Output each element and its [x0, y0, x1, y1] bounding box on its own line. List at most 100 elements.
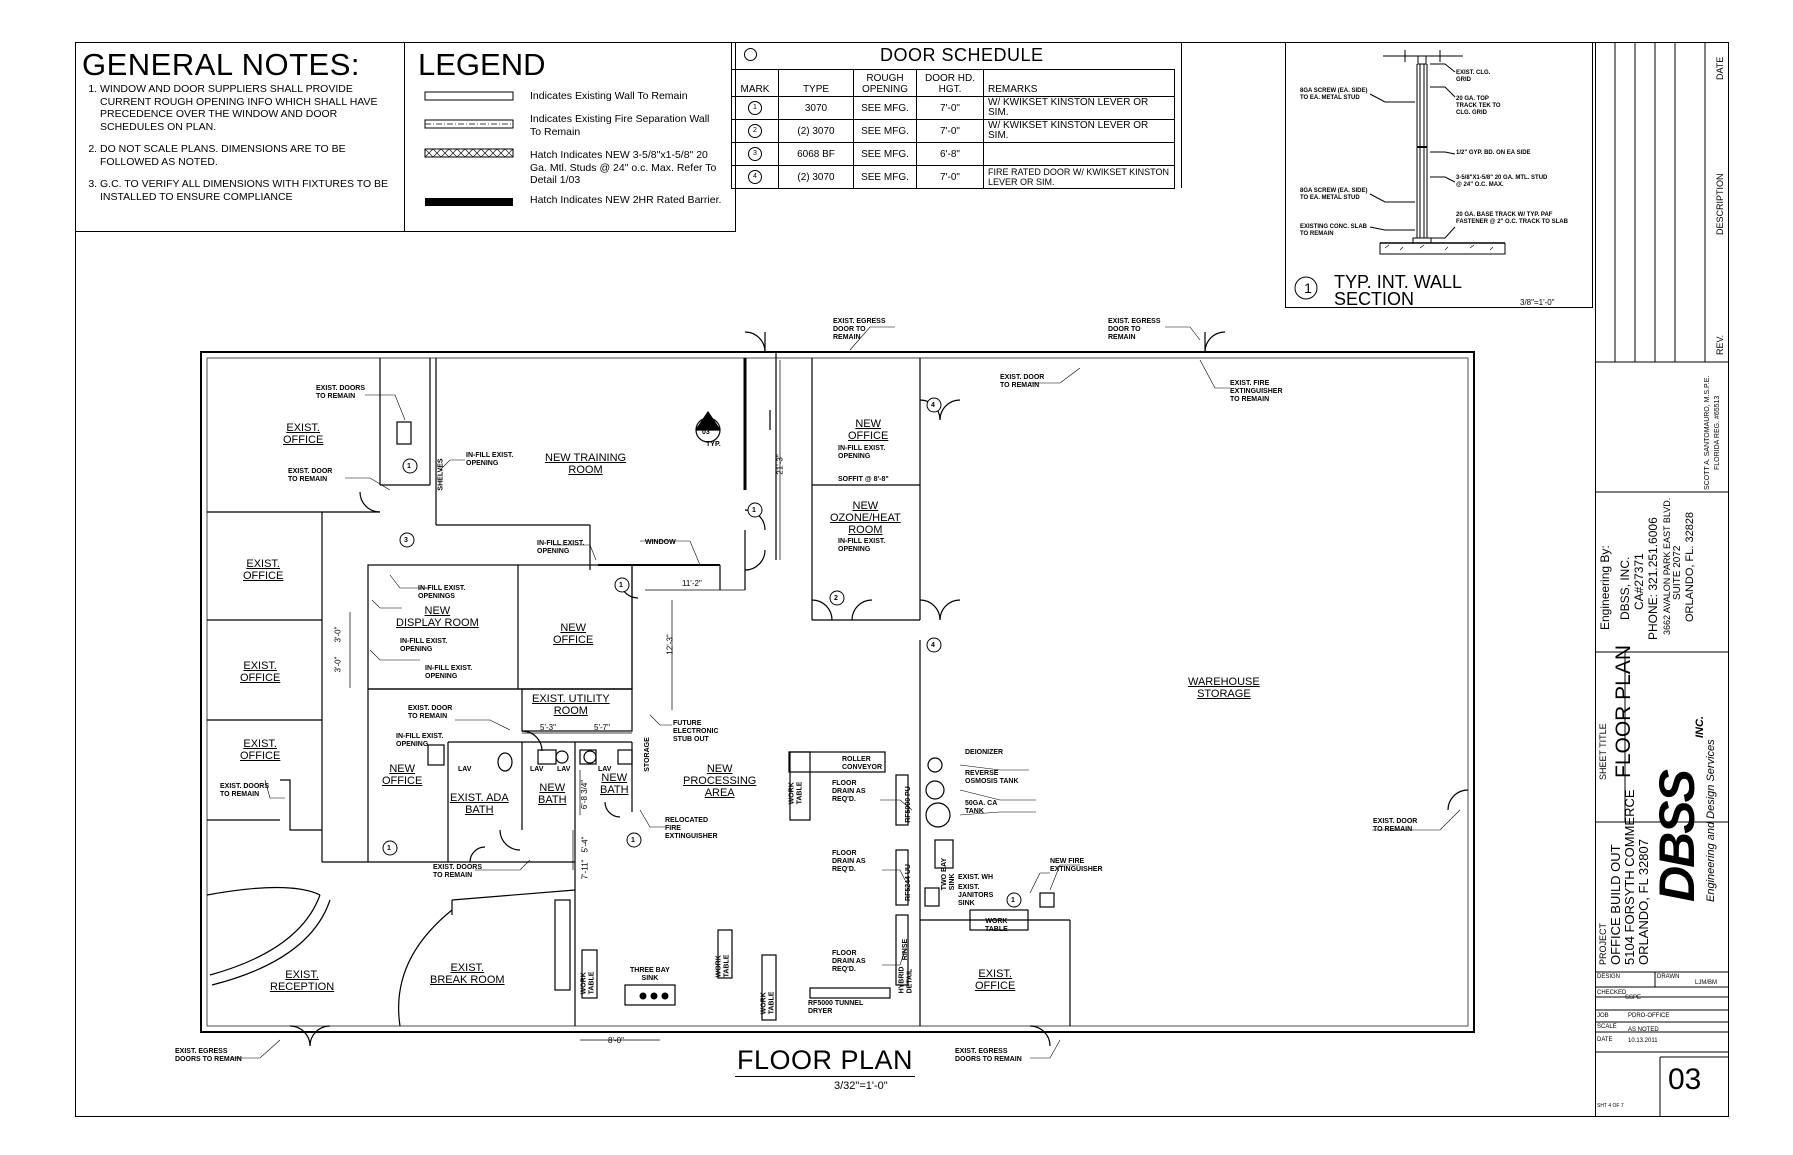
- note-doors-remain-1: EXIST. DOORS TO REMAIN: [316, 385, 366, 400]
- door-mark-label: 1: [619, 582, 623, 589]
- ds-header-type: TYPE: [778, 69, 854, 97]
- room-exist-office-wh: EXIST.OFFICE: [975, 968, 1016, 992]
- note-rf-1: RF5000 PU: [904, 786, 912, 823]
- general-note-1: WINDOW AND DOOR SUPPLIERS SHALL PROVIDE …: [100, 83, 400, 133]
- note-egress-top2: EXIST. EGRESS DOOR TO REMAIN: [1108, 318, 1161, 341]
- tb-engineer-name: SCOTT A. SANTOMAURO, M.S.P.E.: [1704, 375, 1711, 490]
- note-shelves: SHELVES: [437, 458, 445, 491]
- ws-note-6: 8GA SCREW (EA. SIDE) TO EA. METAL STUD: [1300, 188, 1368, 201]
- note-egress-top1: EXIST. EGRESS DOOR TO REMAIN: [833, 318, 886, 341]
- ws-note-5: 3-5/8"x1-5/8" 20 ga. MTL. STUD @ 24" O.C…: [1456, 175, 1548, 188]
- ws-note-4: 1/2" GYP. BD. ON EA SIDE: [1456, 150, 1531, 156]
- room-exist-office-1: EXIST.OFFICE: [283, 422, 324, 446]
- tb-firm: DBSS, INC.: [1618, 556, 1632, 620]
- tb-sheet-number: 03: [1668, 1063, 1702, 1096]
- tb-date-label: DATE: [1597, 1037, 1613, 1043]
- door-mark-label: 1: [1011, 897, 1015, 904]
- note-osmosis: REVERSE OSMOSIS TANK: [965, 770, 1019, 785]
- legend-swatches: [424, 91, 514, 206]
- ws-title-2: SECTION: [1334, 289, 1415, 309]
- tb-drawn: LJM/BM: [1695, 980, 1718, 986]
- note-work-v4: WORK TABLE: [580, 971, 596, 995]
- ds-cell: 3070: [778, 96, 854, 120]
- ws-detail-number: 1: [1304, 280, 1312, 296]
- door-mark-2: 2: [748, 124, 762, 138]
- tb-job: PDRO-OFFICE: [1628, 1013, 1670, 1019]
- legend-item-3: Hatch Indicates NEW 3-5/8"x1-5/8" 20 Ga.…: [530, 149, 717, 186]
- note-work-v3: WORK TABLE: [760, 991, 776, 1015]
- tb-addr-1: 3662 AVALON PARK EAST BLVD.: [1662, 497, 1672, 635]
- general-notes-list: WINDOW AND DOOR SUPPLIERS SHALL PROVIDE …: [88, 83, 400, 213]
- note-door-remain-wh: EXIST. DOOR TO REMAIN: [1373, 818, 1418, 833]
- door-mark-label: 3: [404, 537, 408, 544]
- note-section-ref: 03: [702, 429, 710, 436]
- note-relocated-fire: RELOCATED FIRE EXTINGUISHER: [665, 817, 718, 840]
- dim-7: 3'-0": [333, 656, 343, 673]
- tb-project-1: OFFICE BUILD OUT: [1608, 844, 1623, 965]
- tb-checked: SSPE: [1625, 995, 1642, 1001]
- note-egress-bc: EXIST. EGRESS DOORS TO REMAIN: [955, 1048, 1022, 1063]
- tb-logo: DBSS: [1649, 771, 1705, 902]
- note-infill-7: IN-FILL EXIST. OPENING: [425, 665, 473, 680]
- tb-logo-inc: INC.: [1694, 716, 1706, 738]
- ws-scale: 3/8"=1'-0": [1520, 298, 1555, 307]
- ds-cell: SEE MFG.: [853, 96, 917, 120]
- door-mark-4: 4: [748, 170, 762, 184]
- tb-engineering-by: Engineering By:: [1598, 545, 1612, 630]
- ds-cell: W/ KWIKSET KINSTON LEVER OR SIM.: [983, 96, 1175, 120]
- note-soffit: SOFFIT @ 8'-8": [838, 476, 889, 483]
- legend-item-4: Hatch Indicates NEW 2HR Rated Barrier.: [530, 194, 722, 206]
- table-row: 4 (2) 3070 SEE MFG. 7'-0" FIRE RATED DOO…: [731, 165, 1175, 189]
- note-work-table: WORK TABLE: [985, 918, 1008, 933]
- tb-date-header: DATE: [1715, 56, 1725, 80]
- tb-checked-header: CHECKED: [1597, 990, 1627, 996]
- ws-note-3: 8GA SCREW (EA. SIDE) TO EA. METAL STUD: [1300, 88, 1368, 101]
- ds-cell: SEE MFG.: [853, 142, 917, 166]
- ws-note-8: EXISTING CONC. SLAB TO REMAIN: [1300, 224, 1368, 237]
- tb-description-header: DESCRIPTION: [1715, 173, 1725, 235]
- door-mark-1: 1: [748, 101, 762, 115]
- ws-note-1: EXIST. CLG. GRID: [1456, 70, 1491, 83]
- plan-title: FLOOR PLAN: [737, 1045, 914, 1075]
- note-doors-remain-2: EXIST. DOORS TO REMAIN: [220, 783, 270, 798]
- note-infill-3: IN-FILL EXIST. OPENING: [838, 445, 886, 460]
- note-exist-door-top: EXIST. DOOR TO REMAIN: [1000, 374, 1045, 389]
- ds-header-hgt: DOOR HD. HGT.: [916, 69, 984, 97]
- general-note-2: DO NOT SCALE PLANS. DIMENSIONS ARE TO BE…: [100, 143, 400, 168]
- room-exist-office-3: EXIST.OFFICE: [240, 660, 281, 684]
- tb-addr-3: ORLANDO, FL. 32828: [1684, 511, 1696, 622]
- dim-4: 5'-3": [540, 723, 556, 732]
- room-breakroom: EXIST.BREAK ROOM: [430, 962, 505, 986]
- dim-1: 11'-2": [682, 579, 702, 588]
- title-block-lines: [1595, 42, 1729, 1117]
- tb-sht-label: SHT 4 OF 7: [1597, 1103, 1624, 1109]
- tb-date: 10.13.2011: [1628, 1038, 1658, 1044]
- room-exist-office-2: EXIST.OFFICE: [243, 558, 284, 582]
- legend-item-2: Indicates Existing Fire Separation Wall …: [530, 113, 710, 138]
- dim-9: 7'-11": [580, 859, 590, 880]
- note-doors-remain-3: EXIST. DOORS TO REMAIN: [433, 864, 483, 879]
- tb-engineer-reg: FLORIDA REG. #65513: [1714, 395, 1721, 470]
- note-janitor: EXIST. JANITORS SINK: [958, 884, 994, 907]
- dim-6: 8'-0": [608, 1036, 624, 1045]
- legend-item-1: Indicates Existing Wall To Remain: [530, 90, 688, 102]
- dim-8: 3'-0": [333, 626, 343, 643]
- legend-title: LEGEND: [418, 47, 546, 82]
- tb-addr-2: SUITE 2072: [1672, 545, 1683, 600]
- note-door-remain-2: EXIST. DOOR TO REMAIN: [408, 705, 453, 720]
- tb-project-header: PROJECT: [1598, 922, 1608, 965]
- wall-section-drawing: [1294, 50, 1506, 300]
- note-infill-2: IN-FILL EXIST. OPENING: [537, 540, 585, 555]
- note-tank: 50ga. CA TANK: [965, 800, 998, 815]
- tb-ca: CA#27371: [1632, 553, 1646, 610]
- note-tunnel: RF5000 TUNNEL DRYER: [808, 1000, 864, 1015]
- tb-phone: PHONE: 321.251.6006: [1646, 517, 1660, 640]
